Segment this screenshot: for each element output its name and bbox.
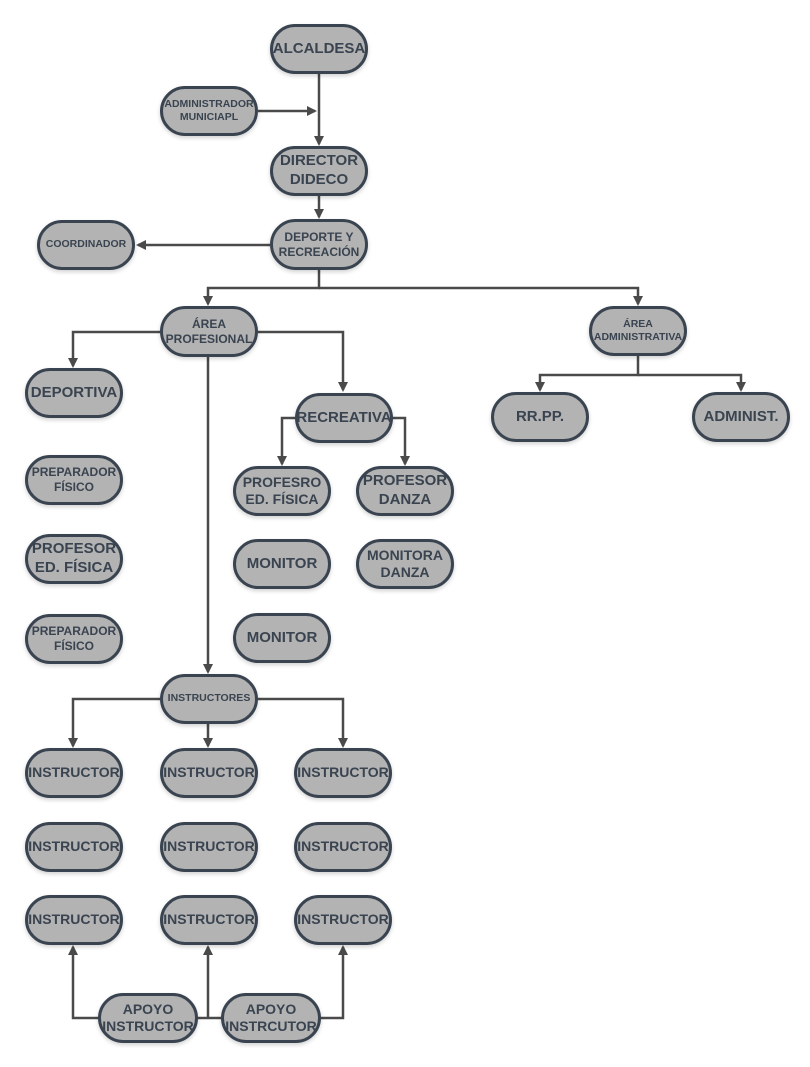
node-profesor-danza[interactable]: PROFESOR DANZA xyxy=(356,466,454,516)
node-coordinador[interactable]: COORDINADOR xyxy=(37,220,135,270)
node-instructor[interactable]: INSTRUCTOR xyxy=(294,822,392,872)
node-instructores[interactable]: INSTRUCTORES xyxy=(160,674,258,724)
node-profesor-ed-fisica[interactable]: PROFESOR ED. FÍSICA xyxy=(25,534,123,584)
node-instructor[interactable]: INSTRUCTOR xyxy=(160,822,258,872)
node-instructor[interactable]: INSTRUCTOR xyxy=(25,748,123,798)
node-apoyo-instructor-2[interactable]: APOYO INSTRCUTOR xyxy=(221,993,321,1043)
node-deporte-recreacion[interactable]: DEPORTE Y RECREACIÓN xyxy=(270,219,368,270)
node-deportiva[interactable]: DEPORTIVA xyxy=(25,368,123,418)
node-rrpp[interactable]: RR.PP. xyxy=(491,392,589,442)
node-instructor[interactable]: INSTRUCTOR xyxy=(25,822,123,872)
node-area-administrativa[interactable]: ÁREA ADMINISTRATIVA xyxy=(589,306,687,356)
node-monitor-2[interactable]: MONITOR xyxy=(233,613,331,663)
node-preparador-fisico-1[interactable]: PREPARADOR FÍSICO xyxy=(25,455,123,505)
node-instructor[interactable]: INSTRUCTOR xyxy=(294,748,392,798)
node-instructor[interactable]: INSTRUCTOR xyxy=(160,895,258,945)
node-director-dideco[interactable]: DIRECTOR DIDECO xyxy=(270,146,368,196)
node-monitora-danza[interactable]: MONITORA DANZA xyxy=(356,539,454,589)
node-preparador-fisico-2[interactable]: PREPARADOR FÍSICO xyxy=(25,614,123,664)
node-administrador-municipal[interactable]: ADMINISTRADOR MUNICIAPL xyxy=(160,86,258,136)
node-monitor-1[interactable]: MONITOR xyxy=(233,539,331,589)
node-instructor[interactable]: INSTRUCTOR xyxy=(25,895,123,945)
node-apoyo-instructor-1[interactable]: APOYO INSTRUCTOR xyxy=(98,993,198,1043)
node-area-profesional[interactable]: ÁREA PROFESIONAL xyxy=(160,306,258,357)
node-recreativa[interactable]: RECREATIVA xyxy=(295,393,393,443)
node-profesro-ed-fisica[interactable]: PROFESRO ED. FÍSICA xyxy=(233,466,331,516)
node-alcaldesa[interactable]: ALCALDESA xyxy=(270,24,368,74)
node-instructor[interactable]: INSTRUCTOR xyxy=(294,895,392,945)
node-administ[interactable]: ADMINIST. xyxy=(692,392,790,442)
node-instructor[interactable]: INSTRUCTOR xyxy=(160,748,258,798)
